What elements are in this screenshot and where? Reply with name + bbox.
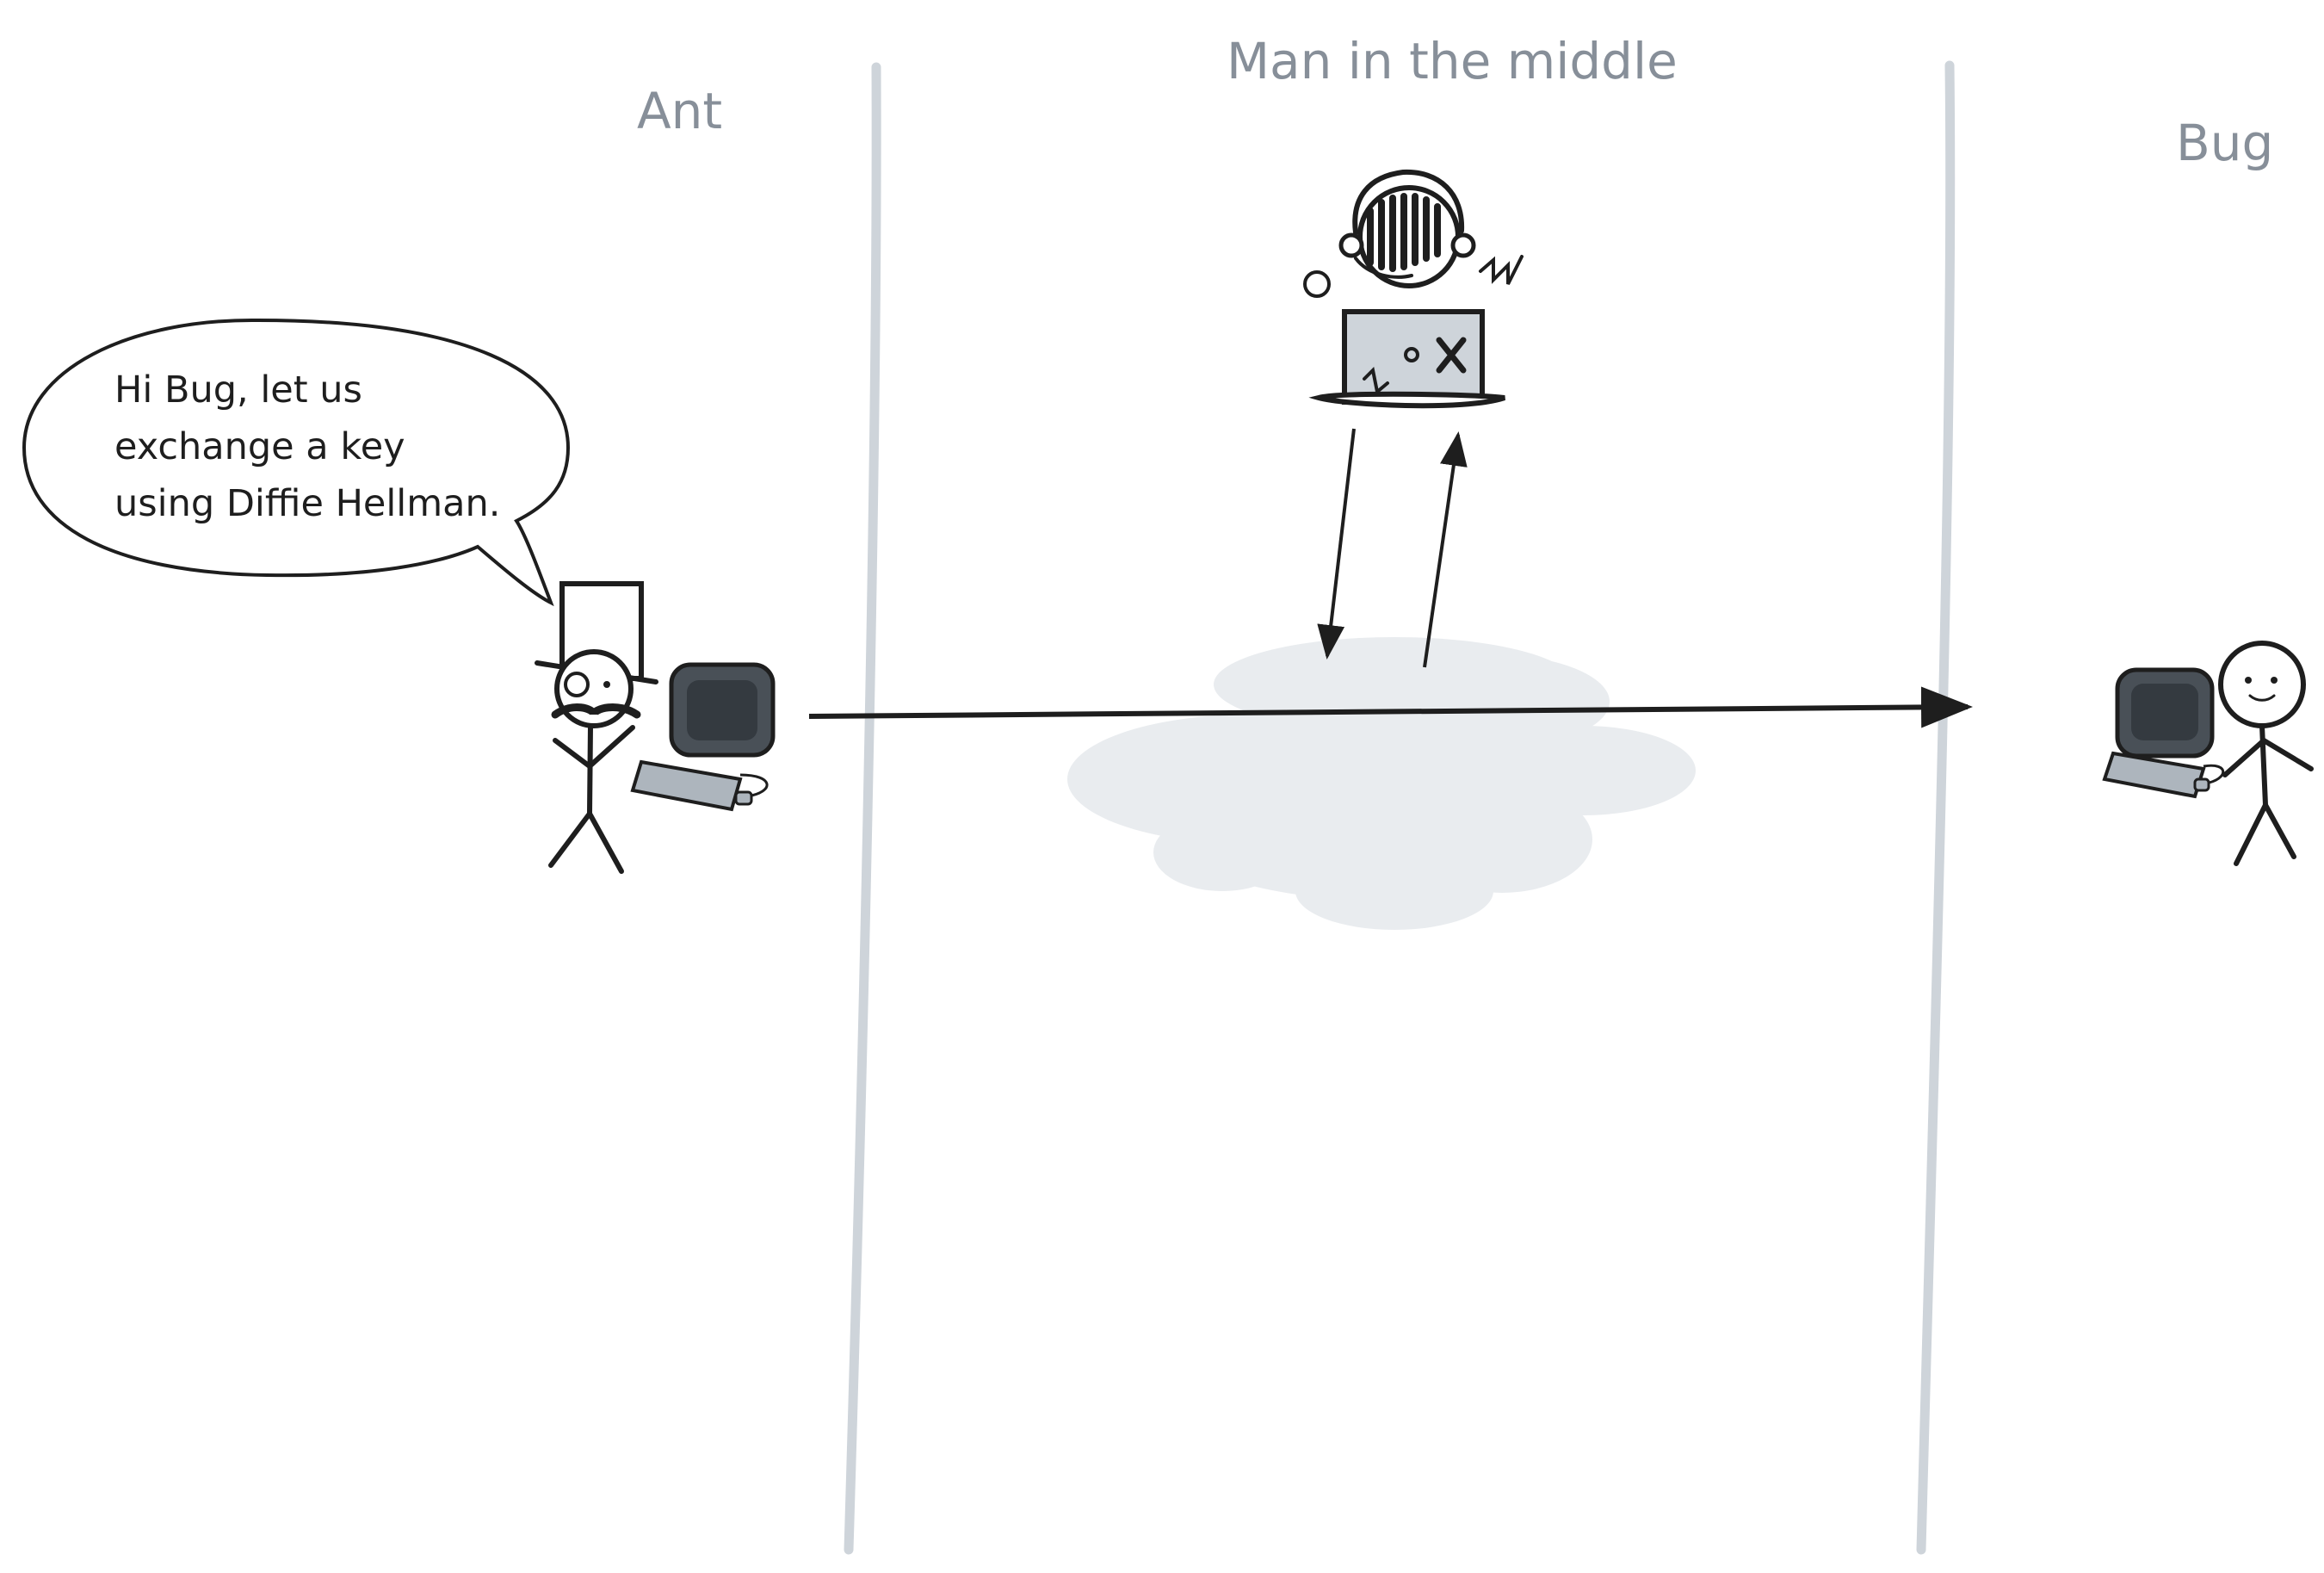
arrow-ant-to-bug <box>808 686 1973 728</box>
speech-bubble-text: Hi Bug, let us exchange a key using Diff… <box>114 368 501 525</box>
arrow-to-attacker <box>1423 431 1468 668</box>
cloud-icon <box>1067 637 1696 930</box>
zone-label-man-in-the-middle: Man in the middle <box>1227 32 1678 90</box>
zone-label-ant: Ant <box>637 82 723 140</box>
desktop-computer-icon <box>630 662 776 812</box>
hooded-hacker-laptop-icon <box>1303 169 1524 409</box>
desktop-computer-icon <box>2102 667 2225 799</box>
arrow-to-cloud <box>1317 428 1356 660</box>
right-zone-divider <box>1916 60 1956 1555</box>
top-hat-monocle-stick-figure-icon <box>535 581 658 874</box>
zone-label-bug: Bug <box>2176 114 2274 172</box>
speech-bubble <box>22 318 571 607</box>
smiling-stick-figure-icon <box>2218 641 2314 866</box>
left-zone-divider <box>844 62 881 1555</box>
